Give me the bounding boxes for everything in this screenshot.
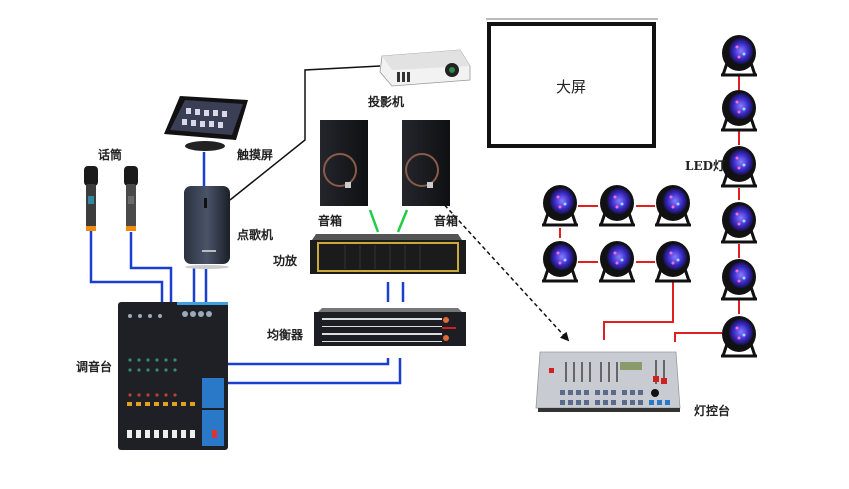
led-lights (542, 35, 757, 358)
song-player-label: 点歌机 (237, 228, 274, 242)
par-light-icon (721, 35, 757, 77)
video-cable (229, 65, 381, 201)
dmx-cable (603, 282, 674, 340)
par-light-icon (721, 146, 757, 188)
microphone (124, 166, 138, 231)
mic1-cable (89, 230, 164, 302)
speaker-cable-right (396, 209, 409, 233)
projector-device (379, 49, 471, 87)
mixer-device (118, 302, 228, 450)
par-light-icon (599, 241, 635, 283)
speaker-left-device (320, 120, 368, 206)
projector-label: 投影机 (368, 95, 405, 109)
par-light-icon (721, 202, 757, 244)
par-light-icon (721, 90, 757, 132)
par-light-icon (599, 185, 635, 227)
speaker-right-label: 音箱 (434, 214, 459, 228)
song-player-device (184, 186, 230, 269)
speaker-cable-left (368, 209, 380, 233)
microphone (84, 166, 98, 231)
par-light-icon (655, 185, 691, 227)
mixer-label: 调音台 (76, 360, 113, 374)
par-light-icon (721, 316, 757, 358)
par-light-icon (721, 259, 757, 301)
dmx-cable (674, 332, 722, 342)
microphone-label: 话筒 (98, 148, 123, 162)
dashed-connector (439, 199, 570, 342)
projection-screen (486, 18, 658, 148)
equalizer-label: 均衡器 (267, 328, 304, 342)
par-light-icon (542, 241, 578, 283)
cables (89, 65, 740, 385)
amplifier-device (310, 234, 466, 274)
screen-label: 大屏 (556, 78, 587, 96)
amplifier-label: 功放 (273, 254, 298, 268)
touchscreen-device (164, 96, 248, 151)
speaker-right-device (402, 120, 450, 206)
par-light-icon (655, 241, 691, 283)
mixer-eq-cable-a (228, 358, 390, 366)
speaker-left-label: 音箱 (318, 214, 343, 228)
led-lights-label: LED灯 (685, 159, 725, 173)
touchscreen-label: 触摸屏 (237, 148, 274, 162)
light-console-label: 灯控台 (694, 404, 731, 418)
mixer-eq-cable-b (228, 358, 402, 385)
mic2-cable (129, 232, 173, 302)
equalizer-device (314, 308, 466, 346)
light-console-device (535, 351, 681, 412)
par-light-icon (542, 185, 578, 227)
